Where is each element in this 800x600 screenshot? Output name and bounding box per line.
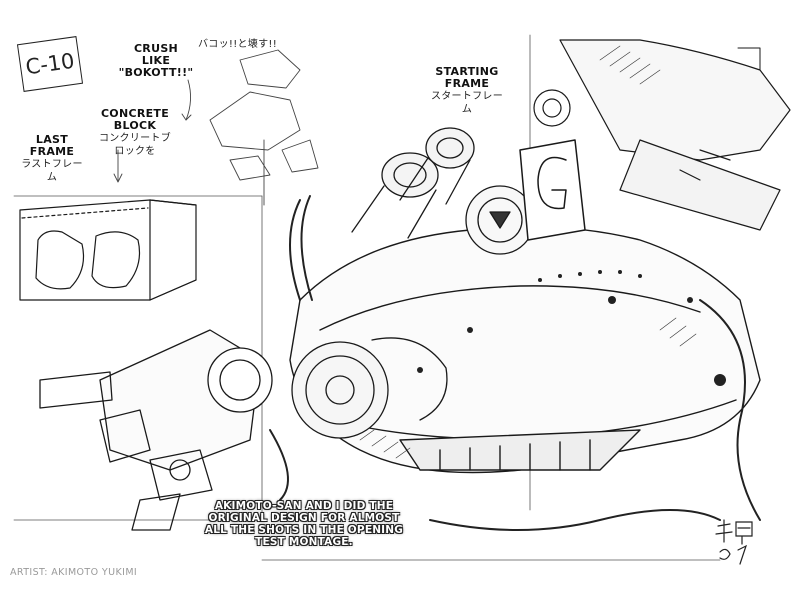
note-crush-jp: バコッ!!と壊す!! — [198, 39, 278, 50]
note-starting-frame-label: STARTING FRAME — [435, 65, 499, 90]
mecha-upper-arm — [533, 39, 791, 231]
concrete-block-drawing — [19, 199, 197, 301]
mecha-g-emblem — [519, 139, 586, 241]
note-crush: CRUSH LIKE "BOKOTT!!" — [118, 43, 194, 79]
crushed-block-sketch — [113, 49, 319, 206]
note-crush-label: CRUSH LIKE "BOKOTT!!" — [118, 42, 194, 79]
mecha-thrusters — [351, 127, 535, 255]
note-starting-frame-jp: スタートフレーム — [430, 91, 504, 115]
mecha-cables — [269, 195, 761, 531]
mecha-hull — [289, 225, 761, 474]
note-concrete-block-jp: コンクリートブロックを — [98, 133, 172, 157]
note-concrete-block-label: CONCRETE BLOCK — [100, 107, 170, 132]
artist-credit: ARTIST: AKIMOTO YUKIMI — [10, 567, 138, 578]
shading-hatching — [359, 45, 697, 459]
caption-text: AKIMOTO-SAN AND I DID THE ORIGINAL DESIG… — [204, 500, 404, 548]
artist-signature — [715, 519, 753, 565]
mecha-rivets — [417, 270, 726, 386]
note-crush-jp-wrap: バコッ!!と壊す!! — [198, 38, 290, 51]
note-concrete-block: CONCRETE BLOCK コンクリートブロックを — [96, 108, 174, 158]
note-starting-frame: STARTING FRAME スタートフレーム — [430, 66, 504, 116]
top-right-marker — [737, 47, 761, 71]
mecha-fist — [39, 329, 273, 531]
note-last-frame-label: LAST FRAME — [29, 133, 75, 158]
note-last-frame: LAST FRAME ラストフレーム — [20, 134, 84, 184]
mecha-shoulder — [291, 337, 448, 439]
note-last-frame-jp: ラストフレーム — [21, 159, 83, 183]
cut-number-label: C-10 — [16, 36, 84, 92]
